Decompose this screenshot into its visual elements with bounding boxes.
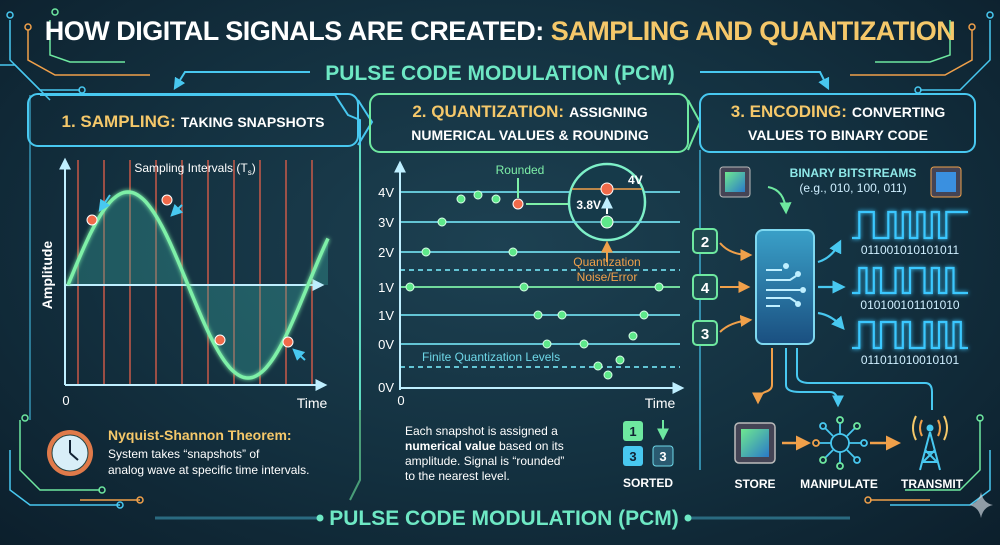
bitstream-label: 011001010101011 — [861, 243, 960, 257]
quantized-point — [615, 355, 625, 365]
output-label-store: STORE — [734, 477, 775, 491]
x-origin-label: 0 — [62, 393, 69, 408]
output-label-transmit: TRANSMIT — [901, 477, 964, 491]
bitstream-label: 011011010010101 — [861, 353, 960, 367]
bitstream-waveforms — [852, 210, 968, 350]
chip-icon — [930, 166, 962, 198]
svg-text:3: 3 — [629, 449, 636, 464]
quantized-point — [628, 331, 638, 341]
bitstream-labels: 011001010101011 010100101101010 01101101… — [860, 243, 960, 367]
quantized-point — [557, 310, 567, 320]
level-label: 0V — [378, 380, 394, 395]
level-labels: 4V 3V 2V 1V 1V 0V 0V — [378, 185, 394, 395]
quantized-point — [533, 310, 543, 320]
pcm-footer: PULSE CODE MODULATION (PCM) — [329, 507, 679, 530]
magnifier: 4V 3.8V — [567, 162, 647, 242]
quantized-point — [654, 282, 664, 292]
antenna-icon — [912, 415, 948, 471]
level-label: 4V — [378, 185, 394, 200]
svg-text:amplitude. Signal is “rounded”: amplitude. Signal is “rounded” — [405, 454, 564, 468]
sample-points — [86, 194, 294, 348]
svg-text:Each snapshot is assigned a: Each snapshot is assigned a — [405, 424, 558, 438]
svg-text:to the nearest level.: to the nearest level. — [405, 469, 510, 483]
quantized-point — [491, 194, 501, 204]
sparkle-icon — [969, 492, 993, 518]
quantized-point — [473, 190, 483, 200]
bitstream-label: 010100101101010 — [860, 298, 960, 312]
bitstreams-example: (e.g., 010, 100, 011) — [799, 181, 906, 195]
store-chip-icon — [734, 422, 776, 464]
quantization-description: Each snapshot is assigned a numerical va… — [405, 424, 564, 483]
finite-levels-label: Finite Quantization Levels — [422, 350, 560, 364]
x-origin-label: 0 — [397, 393, 404, 408]
quantized-points — [405, 190, 664, 380]
quantized-point — [593, 361, 603, 371]
level-label: 0V — [378, 337, 394, 352]
panel2-heading-line2: NUMERICAL VALUES & ROUNDING — [411, 127, 649, 143]
svg-text:1: 1 — [629, 424, 636, 439]
svg-text:4: 4 — [701, 280, 710, 297]
level-label: 3V — [378, 215, 394, 230]
svg-text:3: 3 — [659, 449, 666, 464]
panel3-heading-line2: VALUES TO BINARY CODE — [748, 127, 928, 143]
quantized-point — [508, 247, 518, 257]
level-label: 1V — [378, 280, 394, 295]
panel1-heading: 1. SAMPLING:TAKING SNAPSHOTS — [62, 112, 325, 131]
x-axis-label: Time — [645, 395, 676, 411]
magnifier-top-value: 4V — [628, 173, 643, 187]
output-label-manipulate: MANIPULATE — [800, 477, 878, 491]
bitstreams-title: BINARY BITSTREAMS — [790, 166, 917, 180]
sorted-illustration: 1 3 3 SORTED — [623, 420, 674, 490]
rounded-label: Rounded — [496, 163, 545, 177]
y-axis-label: Amplitude — [39, 241, 55, 310]
magnifier-actual-value: 3.8V — [576, 198, 601, 212]
quantized-point — [579, 339, 589, 349]
pcm-subtitle: PULSE CODE MODULATION (PCM) — [325, 62, 675, 85]
input-values: 2 4 3 — [692, 228, 718, 346]
svg-text:numerical value based on its: numerical value based on its — [405, 439, 564, 453]
sampling-intervals-label: Sampling Intervals (Ts) — [134, 161, 255, 177]
noise-label-2: Noise/Error — [577, 270, 638, 284]
svg-text:3: 3 — [701, 326, 709, 343]
level-label: 2V — [378, 245, 394, 260]
quantized-point — [542, 339, 552, 349]
quantized-point — [603, 370, 613, 380]
quantization-chart: 4V 3V 2V 1V 1V 0V 0V Rounded 4V 3.8V Qua… — [378, 160, 685, 411]
bitstream-waveform — [852, 320, 968, 350]
theorem-text-2: analog wave at specific time intervals. — [108, 463, 309, 477]
bitstream-waveform — [852, 266, 968, 295]
svg-text:2: 2 — [701, 234, 709, 251]
panel2-heading: 2. QUANTIZATION:ASSIGNING — [412, 102, 647, 121]
quantized-point — [456, 194, 466, 204]
circuit-decoration — [0, 8, 994, 522]
panel-frames — [27, 93, 976, 501]
clock-icon — [47, 430, 93, 476]
theorem-title: Nyquist-Shannon Theorem: — [108, 427, 292, 443]
sampling-chart: Sampling Intervals (Ts) Amplitude 0 Time — [39, 157, 330, 411]
quantized-point — [519, 282, 529, 292]
panel3-heading: 3. ENCODING:CONVERTING — [731, 102, 946, 121]
quantized-point — [405, 282, 415, 292]
quantized-point — [437, 217, 447, 227]
theorem-text-1: System takes “snapshots” of — [108, 447, 260, 461]
page-title: HOW DIGITAL SIGNALS ARE CREATED: SAMPLIN… — [45, 16, 955, 46]
chip-icon — [719, 166, 751, 198]
x-axis-label: Time — [297, 395, 328, 411]
quantized-point — [421, 247, 431, 257]
network-icon — [812, 416, 868, 470]
noise-label-1: Quantization — [573, 255, 640, 269]
output-labels: STORE MANIPULATE TRANSMIT — [734, 477, 963, 491]
quantized-point — [639, 310, 649, 320]
encoder-processor — [755, 229, 815, 345]
level-label: 1V — [378, 308, 394, 323]
bitstream-waveform — [852, 210, 968, 240]
sorted-label: SORTED — [623, 476, 673, 490]
